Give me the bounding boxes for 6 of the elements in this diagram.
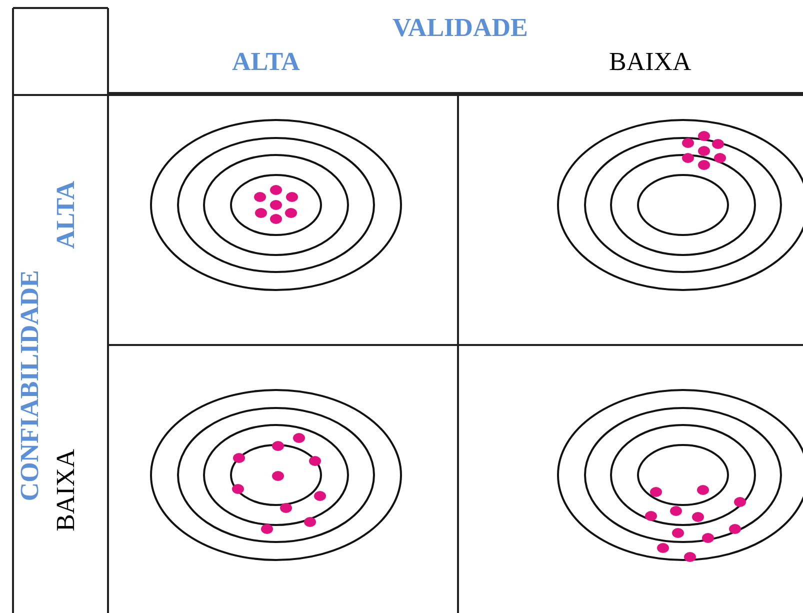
row-header: BAIXA <box>53 449 79 532</box>
row-header: ALTA <box>53 181 79 249</box>
axis-title: CONFIABILIDADE <box>17 270 43 501</box>
axis-title: VALIDADE <box>392 15 528 41</box>
column-header: ALTA <box>232 49 300 75</box>
column-header: BAIXA <box>609 49 692 75</box>
